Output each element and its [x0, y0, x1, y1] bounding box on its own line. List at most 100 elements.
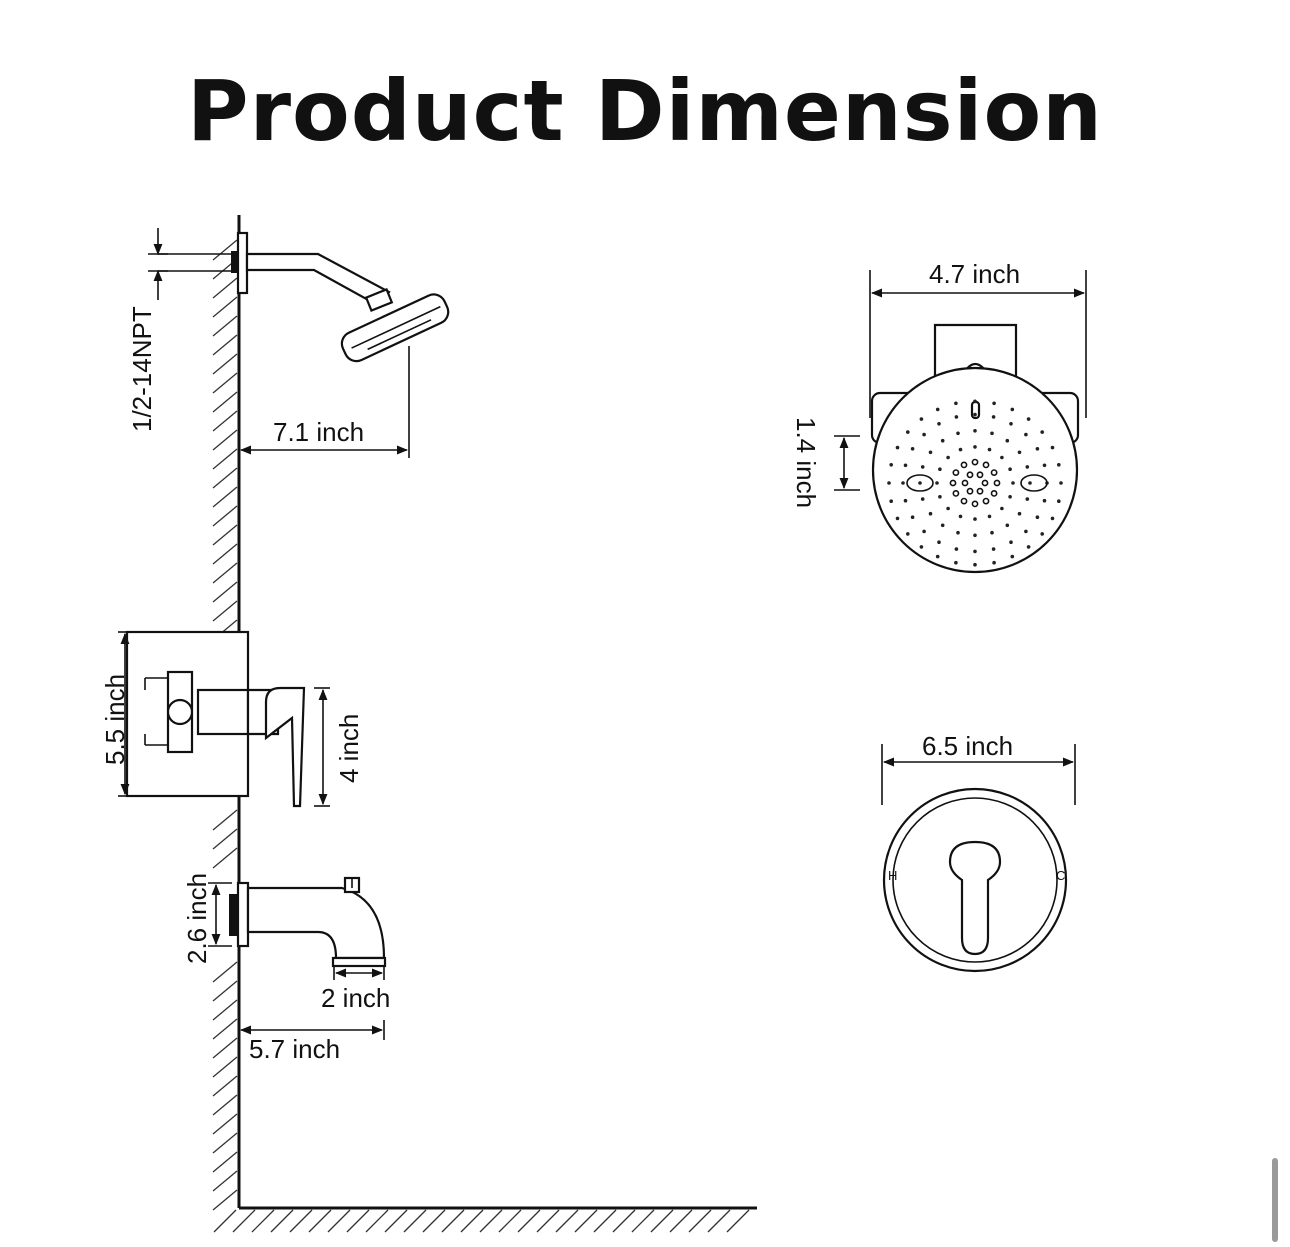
hatch-line [212, 505, 238, 527]
nozzle [1008, 467, 1012, 472]
hatch-line [212, 809, 238, 831]
floor-hatch [213, 1209, 750, 1233]
nozzle [954, 560, 958, 565]
nozzle [1050, 516, 1055, 521]
npt-label: 1/2-14NPT [127, 306, 157, 432]
head-height-label: 1.4 inch [791, 417, 821, 508]
nozzle [1011, 481, 1015, 485]
hatch-line [631, 1209, 655, 1233]
nozzle [1057, 463, 1061, 467]
hatch-line [650, 1209, 674, 1233]
hatch-line [212, 486, 238, 508]
spout-outlet-label: 2 inch [321, 983, 390, 1013]
nozzle [992, 401, 996, 406]
hatch-line [726, 1209, 750, 1233]
nozzle [922, 432, 926, 437]
spout-reach-dimension: 5.7 inch [239, 1020, 385, 1064]
hatch-line [460, 1209, 484, 1233]
nozzle [990, 530, 994, 535]
nozzle [982, 497, 990, 505]
hatch-line [212, 410, 238, 432]
trim-plate-front: H C [882, 787, 1068, 973]
nozzle [1040, 532, 1044, 536]
hatch-line [517, 1209, 541, 1233]
nozzle [1042, 498, 1047, 503]
nozzle [958, 447, 963, 452]
nozzle [920, 465, 925, 469]
valve-box-label: 5.5 inch [100, 674, 130, 765]
scrollbar[interactable] [1272, 1158, 1278, 1242]
nozzle [982, 461, 990, 469]
hatch-line [270, 1209, 294, 1233]
nozzle [1057, 499, 1061, 504]
hatch-line [212, 828, 238, 850]
nozzle [1005, 523, 1010, 528]
nozzle [889, 463, 893, 467]
nozzle [960, 497, 968, 505]
hatch-line [232, 1209, 256, 1233]
spout-height-dimension: 2.6 inch [182, 873, 232, 964]
nozzle [976, 487, 984, 495]
nozzle [954, 415, 959, 419]
hatch-line [346, 1209, 370, 1233]
nozzle [937, 540, 941, 544]
shower-head-side [340, 293, 450, 363]
arm-reach-dimension: 7.1 inch [239, 346, 410, 458]
hatch-line [212, 296, 238, 318]
nozzle [971, 458, 979, 466]
nozzle [1010, 407, 1015, 412]
nozzle [973, 549, 977, 554]
nozzle [956, 431, 960, 436]
hatch-line [212, 429, 238, 451]
nozzle [991, 415, 996, 419]
nozzle [1017, 511, 1022, 516]
hatch-line [212, 1056, 238, 1078]
head-width-label: 4.7 inch [929, 259, 1020, 289]
hatch-line [365, 1209, 389, 1233]
nozzle [946, 455, 950, 460]
nozzle [987, 514, 992, 519]
nozzle [1035, 447, 1040, 451]
nozzle [901, 481, 905, 485]
nozzle [903, 463, 908, 468]
hatch-line [212, 961, 238, 983]
nozzle [919, 545, 924, 549]
nozzle [946, 506, 950, 511]
npt-dimension: 1/2-14NPT [127, 228, 168, 432]
nozzle [889, 499, 893, 504]
nozzle [910, 447, 915, 451]
nozzle [1028, 481, 1032, 485]
nozzle [973, 399, 977, 404]
nozzle [938, 495, 942, 499]
nozzle [1009, 540, 1013, 544]
floor [213, 1206, 757, 1233]
hatch-line [403, 1209, 427, 1233]
hatch-line [479, 1209, 503, 1233]
hatch-line [212, 999, 238, 1021]
nozzle [973, 412, 977, 417]
nozzle [1025, 497, 1030, 501]
hatch-line [212, 1113, 238, 1135]
nozzle [1017, 450, 1022, 455]
hatch-line [707, 1209, 731, 1233]
nozzle [966, 487, 974, 495]
nozzle [960, 461, 968, 469]
hatch-line [212, 581, 238, 603]
nozzle [973, 517, 977, 521]
shower-arm-side [158, 231, 394, 313]
nozzle [1008, 495, 1012, 499]
hatch-line [212, 334, 238, 356]
nozzle [1026, 417, 1031, 421]
hatch-line [212, 391, 238, 413]
hatch-line [212, 562, 238, 584]
hatch-line [289, 1209, 313, 1233]
nozzle [958, 514, 963, 519]
nozzle [990, 469, 998, 476]
nozzle [1000, 455, 1004, 460]
hatch-line [441, 1209, 465, 1233]
trim-width-label: 6.5 inch [922, 731, 1013, 761]
nozzle [895, 516, 900, 521]
nozzle [895, 445, 900, 450]
hatch-line [212, 239, 238, 261]
